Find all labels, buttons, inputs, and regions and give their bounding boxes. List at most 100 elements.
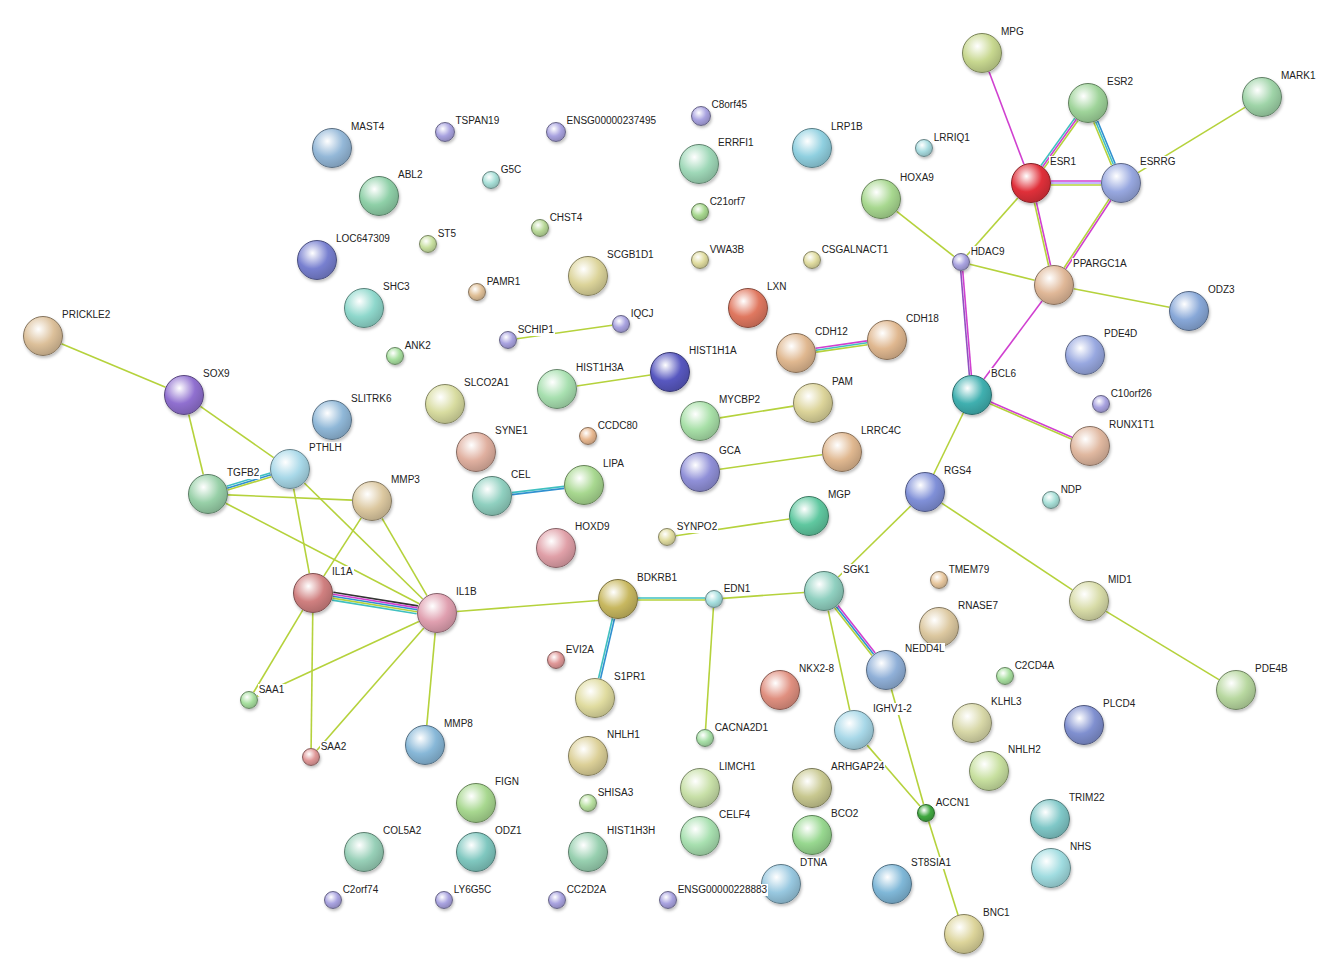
node-label: MARK1 (1280, 70, 1316, 82)
protein-node: G5C (482, 171, 500, 189)
node-label: G5C (500, 164, 523, 176)
node-label: SLITRK6 (350, 393, 393, 405)
node-label: ABL2 (397, 169, 423, 181)
node-label: ERRFI1 (717, 137, 755, 149)
protein-node: NKX2-8 (760, 670, 800, 710)
node-label: NHS (1069, 841, 1092, 853)
protein-node: CELF4 (680, 816, 720, 856)
node-label: CHST4 (549, 212, 584, 224)
edge-line (1074, 289, 1170, 307)
interaction-edge (816, 341, 868, 352)
protein-node: VWA3B (691, 251, 709, 269)
protein-node: MARK1 (1242, 77, 1282, 117)
protein-node: IQCJ (612, 315, 630, 333)
node-label: SGK1 (842, 564, 871, 576)
node-label: C8orf45 (711, 99, 749, 111)
interaction-edge (1106, 611, 1219, 679)
node-label: LIMCH1 (718, 761, 757, 773)
edge-line (332, 600, 417, 614)
interaction-edge (382, 518, 427, 595)
protein-node: ST8SIA1 (872, 864, 912, 904)
protein-node: SYNE1 (456, 432, 496, 472)
edge-line (427, 633, 435, 725)
protein-node: NHS (1031, 848, 1071, 888)
protein-node: SCHIP1 (499, 331, 517, 349)
protein-node: SHC3 (344, 288, 384, 328)
protein-node: RNASE7 (919, 607, 959, 647)
protein-node: SLCO2A1 (425, 384, 465, 424)
protein-node: ERRFI1 (679, 144, 719, 184)
edge-line (1106, 611, 1219, 679)
protein-node: ENSG00000228883 (659, 891, 677, 909)
protein-node: LOC647309 (297, 240, 337, 280)
interaction-edge (427, 633, 435, 725)
node-label: EDN1 (723, 583, 752, 595)
protein-node: FIGN (456, 783, 496, 823)
protein-node: BNC1 (944, 914, 984, 954)
protein-node: ABL2 (359, 176, 399, 216)
interaction-edge (989, 72, 1024, 165)
node-label: HIST1H3H (606, 825, 656, 837)
protein-node: BCL6 (952, 375, 992, 415)
interaction-edge (457, 601, 598, 612)
node-label: SYNPO2 (676, 521, 719, 533)
protein-node: HOXD9 (536, 528, 576, 568)
edge-line (897, 211, 954, 256)
protein-node: MMP8 (405, 725, 445, 765)
protein-node: HIST1H3A (537, 369, 577, 409)
protein-node: BDKRB1 (598, 579, 638, 619)
protein-node: LRP1B (792, 128, 832, 168)
node-label: TSPAN19 (455, 115, 501, 127)
protein-node: LXN (728, 288, 768, 328)
protein-node: EVI2A (547, 651, 565, 669)
edge-line (828, 611, 850, 711)
protein-node: PAMR1 (468, 283, 486, 301)
interaction-edge (835, 605, 875, 655)
protein-node: TMEM79 (930, 571, 948, 589)
node-label: SOX9 (202, 368, 231, 380)
edge-line (294, 489, 310, 574)
protein-node: RUNX1T1 (1070, 426, 1110, 466)
interaction-edge (1094, 121, 1115, 166)
protein-node: CCDC80 (579, 427, 597, 445)
node-label: NKX2-8 (798, 663, 835, 675)
protein-node: CSGALNACT1 (803, 251, 821, 269)
interaction-edge (294, 489, 310, 574)
edge-line (1094, 122, 1112, 165)
node-label: C21orf7 (709, 196, 747, 208)
node-label: RUNX1T1 (1108, 419, 1156, 431)
node-label: LOC647309 (335, 233, 391, 245)
node-label: PDE4B (1254, 663, 1289, 675)
node-label: RNASE7 (957, 600, 999, 612)
interaction-edge (1041, 118, 1078, 168)
node-label: TRIM22 (1068, 792, 1106, 804)
interaction-edge (720, 406, 793, 418)
node-label: ST8SIA1 (910, 857, 952, 869)
interaction-edge (970, 264, 1035, 280)
node-label: NHLH1 (606, 729, 641, 741)
edge-line (1138, 107, 1245, 172)
protein-node: MMP3 (352, 481, 392, 521)
node-label: PLCD4 (1102, 698, 1136, 710)
interaction-edge (200, 406, 273, 457)
edge-line (332, 598, 417, 612)
protein-node: NEDD4L (866, 650, 906, 690)
node-label: MPG (1000, 26, 1025, 38)
node-label: CDH18 (905, 313, 940, 325)
node-label: IGHV1-2 (872, 703, 913, 715)
node-label: FIGN (494, 776, 520, 788)
edge-line (836, 607, 873, 655)
node-label: HOXD9 (574, 521, 610, 533)
protein-node: C2orf74 (324, 891, 342, 909)
protein-node: LY6G5C (435, 891, 453, 909)
protein-node: ODZ1 (456, 832, 496, 872)
edge-line (577, 375, 650, 386)
edge-line (189, 414, 204, 474)
interaction-edge (638, 598, 705, 600)
protein-node: SYNPO2 (658, 528, 676, 546)
node-label: EVI2A (565, 644, 595, 656)
protein-node: HIST1H1A (650, 352, 690, 392)
edge-line (1051, 182, 1101, 184)
node-label: ARHGAP24 (830, 761, 885, 773)
edge-line (1051, 184, 1101, 186)
